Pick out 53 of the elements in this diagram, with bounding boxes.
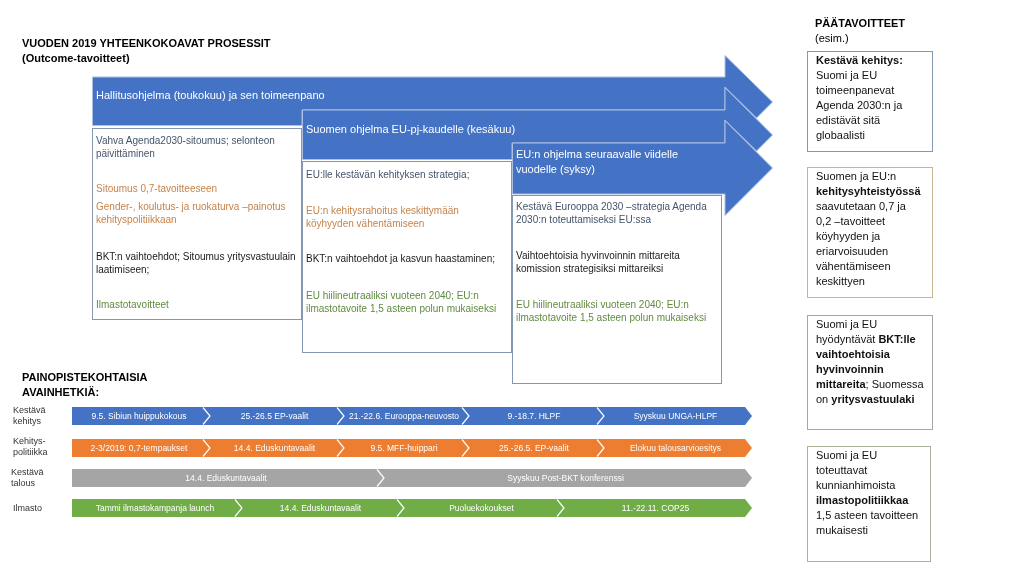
timeline-bar xyxy=(72,469,752,487)
box-text: Ilmastotavoitteet xyxy=(96,298,170,311)
goal-text: Suomi ja EU toteuttavat kunnianhimoista ilmastopolitiikkaa 1,5 asteen tavoitteen mukaisesti xyxy=(816,448,920,538)
box-text: EU hiilineutraaliksi vuoteen 2040; EU:n ilmastotavoite 1,5 asteen polun mukaiseksi xyxy=(306,289,498,315)
box-text: Sitoumus 0,7-tavoitteeseen xyxy=(96,182,219,195)
banner-heading: EU:n ohjelma seuraavalle viidelle vuodelle (syksy) xyxy=(516,147,680,176)
milestone-label: 25.-26.5. EP-vaalit xyxy=(498,442,570,455)
section-heading: PÄÄTAVOITTEET (esim.) xyxy=(815,16,907,46)
goal-text: Suomen ja EU:n kehitysyhteistyössä saavutetaan 0,7 ja 0,2 –tavoitteet köyhyyden ja eriarvoisuuden vähentämiseen keskittyen xyxy=(816,169,922,289)
milestone-label: 11.-22.11. COP25 xyxy=(620,502,691,515)
milestone-label: 9.-18.7. HLPF xyxy=(506,410,562,423)
milestone-label: Tammi ilmastokampanja launch xyxy=(94,502,216,515)
milestone-label: 2-3/2019: 0,7-tempaukset xyxy=(89,442,189,455)
milestone-label: 9.5. Sibiun huippukokous xyxy=(90,410,188,423)
box-text: Kestävä Eurooppa 2030 –strategia Agenda 2030:n toteuttamiseksi EU:ssa xyxy=(516,200,708,226)
goal-text: Kestävä kehitys: Suomi ja EU toimeenpanevat Agenda 2030:n ja edistävät sitä globaalisti xyxy=(816,53,904,143)
box-text: EU:n kehitysrahoitus keskittymään köyhyyden vähentämiseen xyxy=(306,204,460,230)
box-text: Vaihtoehtoisia hyvinvoinnin mittareita komission strategisiksi mittareiksi xyxy=(516,249,681,275)
milestone-label: 21.-22.6. Eurooppa-neuvosto xyxy=(347,410,461,423)
goal-box xyxy=(807,167,933,298)
row-label: Kestävä talous xyxy=(11,467,45,489)
content-box xyxy=(92,128,302,320)
milestone-label: Elokuu talousarvioesitys xyxy=(628,442,723,455)
box-text: Vahva Agenda2030-sitoumus; selonteon päivittäminen xyxy=(96,134,276,160)
milestone-label: 14.4. Eduskuntavaalit xyxy=(278,502,363,515)
box-text: EU hiilineutraaliksi vuoteen 2040; EU:n ilmastotavoite 1,5 asteen polun mukaiseksi xyxy=(516,298,708,324)
content-box xyxy=(302,161,512,353)
timeline-bar xyxy=(72,407,752,425)
row-label: Ilmasto xyxy=(13,503,43,514)
goal-box xyxy=(807,446,931,562)
milestone-label: 14.4. Eduskuntavaalit xyxy=(184,472,268,485)
row-label: Kehitys- politiikka xyxy=(13,436,49,458)
banner-heading: Hallitusohjelma (toukokuu) ja sen toimeenpano xyxy=(96,88,326,103)
milestone-label: 14.4. Eduskuntavaalit xyxy=(232,442,317,455)
banner-heading: Suomen ohjelma EU-pj-kaudelle (kesäkuu) xyxy=(306,122,517,137)
milestone-label: 25.-26.5 EP-vaalit xyxy=(239,410,310,423)
box-text: Gender-, koulutus- ja ruokaturva –painotus kehityspolitiikkaan xyxy=(96,200,287,226)
milestone-label: 9.5. MFF-huippari xyxy=(369,442,439,455)
milestone-label: Puoluekokoukset xyxy=(448,502,515,515)
box-text: BKT:n vaihtoehdot; Sitoumus yritysvastuulain laatimiseen; xyxy=(96,250,297,276)
goal-box xyxy=(807,51,933,152)
box-text: BKT:n vaihtoehdot ja kasvun haastaminen; xyxy=(306,252,496,265)
milestone-label: Syyskuu UNGA-HLPF xyxy=(632,410,719,423)
section-heading: VUODEN 2019 YHTEENKOKOAVAT PROSESSIT (Outcome-tavoitteet) xyxy=(22,36,272,66)
goal-box xyxy=(807,315,933,430)
goal-text: Suomi ja EU hyödyntävät BKT:lle vaihtoehtoisia hyvinvoinnin mittareita; Suomessa on yritysvastuulaki xyxy=(816,317,924,407)
content-box xyxy=(512,195,722,384)
section-heading: PAINOPISTEKOHTAISIA AVAINHETKIÄ: xyxy=(22,370,149,400)
timeline-bar xyxy=(72,439,752,457)
timeline-bar xyxy=(72,499,752,517)
milestone-label: Syyskuu Post-BKT konferenssi xyxy=(506,472,625,485)
box-text: EU:lle kestävän kehityksen strategia; xyxy=(306,168,471,181)
row-label: Kestävä kehitys xyxy=(13,405,47,427)
